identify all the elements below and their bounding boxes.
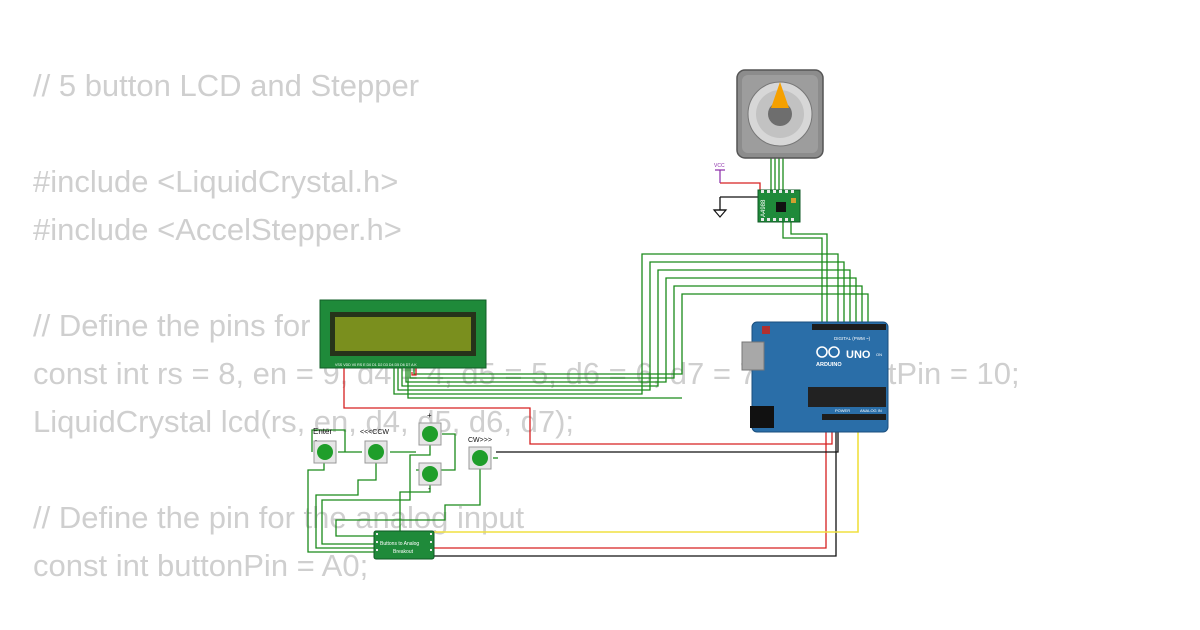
vcc-label: VCC bbox=[714, 163, 725, 169]
a4988-driver: A4988 bbox=[757, 189, 801, 223]
button-enter-label: Enter bbox=[313, 427, 332, 436]
vcc-symbol: VCC bbox=[714, 163, 725, 183]
button-plus-label: + bbox=[427, 411, 432, 420]
stepper-motor bbox=[736, 69, 824, 159]
driver-label: A4988 bbox=[761, 199, 767, 217]
digital-header bbox=[812, 324, 886, 330]
arduino-logo-icon bbox=[816, 346, 840, 358]
button-minus-label: - bbox=[428, 484, 431, 493]
analog-breakout-board: Buttons to Analog Breakout bbox=[373, 530, 435, 560]
button-enter[interactable]: Enter bbox=[313, 427, 337, 464]
button-cw[interactable]: CW>>> bbox=[468, 437, 492, 470]
code-line-4: #include <AccelStepper.h> bbox=[33, 212, 402, 247]
ground-symbol bbox=[712, 209, 728, 218]
breakout-label-1: Buttons to Analog bbox=[380, 541, 419, 547]
lcd-screen bbox=[335, 317, 471, 351]
lcd-pin-labels: VSS VDD V0 RS E D0 D1 D2 D3 D4 D5 D6 D7 … bbox=[335, 363, 417, 367]
yellow-wire bbox=[434, 420, 859, 533]
uno-label: UNO bbox=[846, 349, 871, 361]
button-cw-label: CW>>> bbox=[468, 437, 492, 444]
button-plus[interactable]: + bbox=[418, 411, 442, 446]
code-line-3: #include <LiquidCrystal.h> bbox=[33, 164, 399, 199]
power-jack bbox=[750, 406, 774, 428]
button-ccw[interactable]: <<<CCW bbox=[360, 429, 389, 464]
analog-header bbox=[822, 414, 886, 420]
code-line-1: // 5 button LCD and Stepper bbox=[33, 68, 420, 103]
code-line-11: const int buttonPin = A0; bbox=[33, 548, 369, 583]
analog-label: ANALOG IN bbox=[860, 408, 882, 413]
button-ccw-label: <<<CCW bbox=[360, 429, 389, 436]
usb-port bbox=[741, 341, 765, 371]
digital-label: DIGITAL (PWM ~) bbox=[834, 336, 871, 341]
code-line-10: // Define the pin for the analog input bbox=[33, 500, 525, 535]
lcd-display: VSS VDD V0 RS E D0 D1 D2 D3 D4 D5 D6 D7 … bbox=[319, 299, 487, 369]
stepper-pointer-icon bbox=[771, 82, 789, 108]
arduino-uno: DIGITAL (PWM ~) UNO ARDUINO POWER ANALOG… bbox=[741, 321, 889, 433]
green-wires bbox=[307, 158, 869, 553]
breakout-label-2: Breakout bbox=[393, 549, 414, 555]
arduino-brand-label: ARDUINO bbox=[816, 362, 842, 368]
button-minus[interactable]: - bbox=[418, 462, 442, 493]
on-label: ON bbox=[876, 352, 882, 357]
atmega-chip bbox=[808, 387, 886, 407]
reset-button[interactable] bbox=[762, 326, 770, 334]
power-label: POWER bbox=[835, 408, 850, 413]
